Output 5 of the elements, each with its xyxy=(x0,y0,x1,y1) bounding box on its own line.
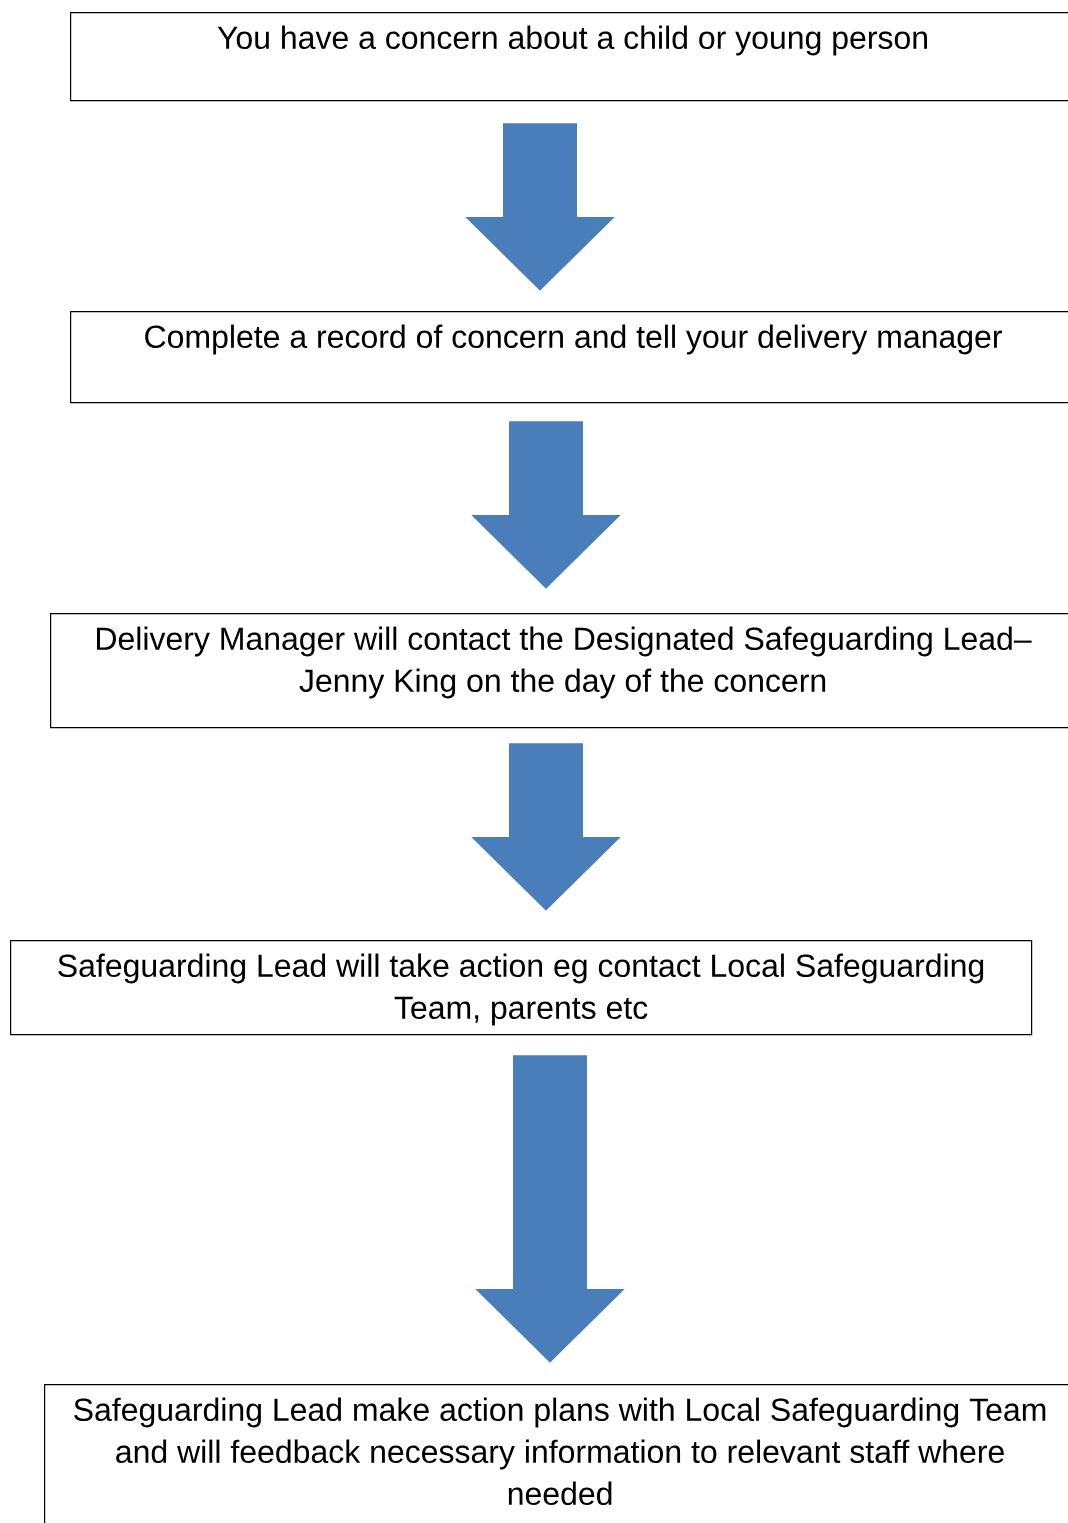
process-box: Delivery Manager will contact the Designated Safeguarding Lead– Jenny King on the day of the concern xyxy=(50,613,1068,729)
process-box: Safeguarding Lead will take action eg contact Local Safeguarding Team, parents etc xyxy=(10,940,1033,1036)
process-box: Safeguarding Lead make action plans with Local Safeguarding Team and will feedback necessary information to relevant staff where needed xyxy=(44,1384,1068,1523)
process-box: Complete a record of concern and tell your delivery manager xyxy=(70,310,1068,404)
process-box: You have a concern about a child or young person xyxy=(70,12,1068,102)
